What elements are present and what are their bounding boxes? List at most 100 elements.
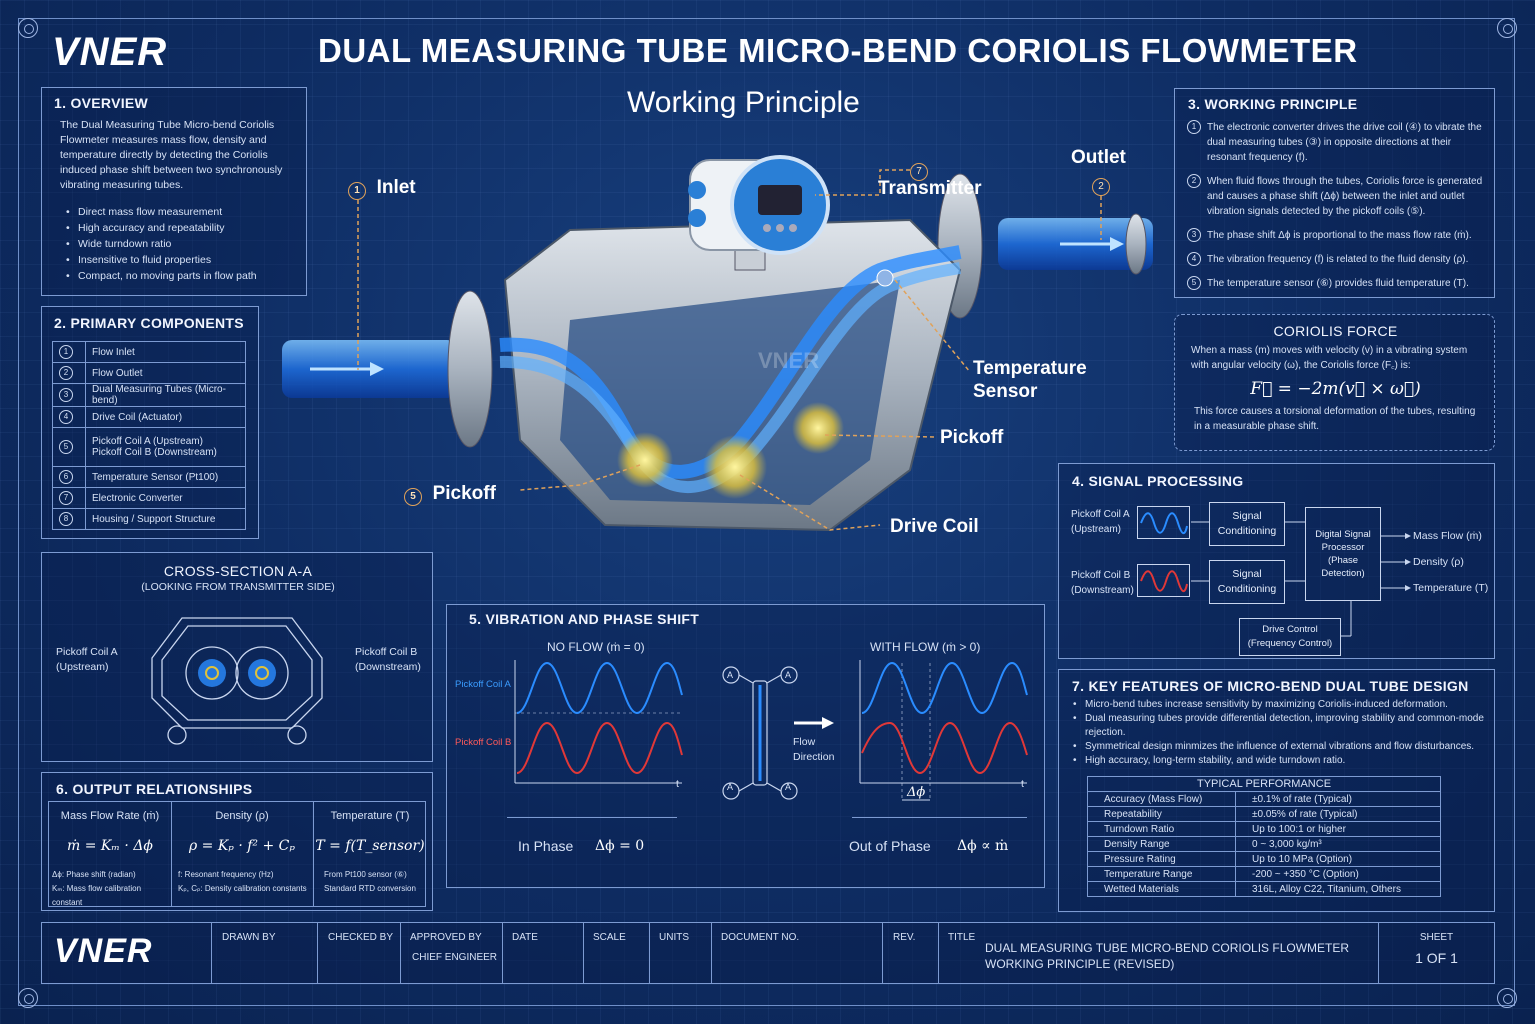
divider xyxy=(1378,922,1379,984)
corner-mark xyxy=(1497,988,1517,1008)
corner-mark xyxy=(1497,18,1517,38)
drawing-title: DUAL MEASURING TUBE MICRO-BEND CORIOLIS … xyxy=(985,940,1349,972)
box-line: Digital Signal xyxy=(1315,529,1371,540)
output-note: From Pt100 sensor (⑥)Standard RTD conver… xyxy=(324,868,426,896)
vibration-panel: 5. VIBRATION AND PHASE SHIFT NO FLOW (ṁ … xyxy=(446,604,1045,888)
mount-hole xyxy=(287,725,307,745)
table-cell: Temperature Sensor (Pt100) xyxy=(85,466,246,488)
callout-inlet: 1 Inlet xyxy=(348,176,416,200)
title-block-logo: VNER xyxy=(54,932,153,970)
table-row: 6 Temperature Sensor (Pt100) xyxy=(52,466,246,488)
list-item: Insensitive to fluid properties xyxy=(66,252,302,268)
table-cell: Housing / Support Structure xyxy=(85,508,246,530)
title-line: WORKING PRINCIPLE (REVISED) xyxy=(985,957,1175,971)
note-line: f: Resonant frequency (Hz) xyxy=(178,870,274,879)
output-note: f: Resonant frequency (Hz)Kₚ, Cₚ: Densit… xyxy=(178,868,318,896)
box-line: Signal xyxy=(1232,510,1262,522)
divider xyxy=(400,922,401,984)
output-note: Δϕ: Phase shift (radian) Kₘ: Mass flow ca… xyxy=(52,868,172,910)
table-row: Accuracy (Mass Flow)±0.1% of rate (Typic… xyxy=(1087,791,1442,807)
corner-mark xyxy=(18,988,38,1008)
label-line: Flow xyxy=(793,736,816,748)
tube-a-flow xyxy=(198,659,226,687)
section-mark-a: A xyxy=(785,782,792,792)
table-cell: -200 ~ +350 °C (Option) xyxy=(1234,866,1442,882)
features-title: 7. KEY FEATURES OF MICRO-BEND DUAL TUBE … xyxy=(1072,678,1469,694)
note-line: Δϕ: Phase shift (radian) xyxy=(52,870,136,879)
table-cell: Up to 100:1 or higher xyxy=(1234,821,1442,837)
list-item: Compact, no moving parts in flow path xyxy=(66,268,302,284)
page-title: DUAL MEASURING TUBE MICRO-BEND CORIOLIS … xyxy=(318,32,1358,69)
item-number: 3 xyxy=(1187,228,1201,242)
leader-temperature xyxy=(894,279,971,373)
temperature-sensor xyxy=(876,269,894,287)
note-line: Kₘ: Mass flow calibration constant xyxy=(52,884,142,907)
leader-drive-coil xyxy=(739,474,881,531)
coil-a-section xyxy=(205,666,219,680)
row-number: 6 xyxy=(59,470,73,484)
no-flow-label: NO FLOW (ṁ = 0) xyxy=(547,640,645,654)
box-line: Drive Control xyxy=(1262,624,1318,635)
transmitter-display xyxy=(758,185,802,215)
no-flow-waveform xyxy=(514,660,683,784)
callout-transmitter-number: 7 xyxy=(910,161,928,181)
date-label: DATE xyxy=(512,932,538,943)
signal-b-wave xyxy=(516,721,683,775)
divider xyxy=(583,922,584,984)
flowmeter-illustration: VNER xyxy=(282,155,1153,532)
sheet-number: 1 OF 1 xyxy=(1415,950,1458,966)
list-item: High accuracy, long-term stability, and … xyxy=(1073,754,1491,768)
label-line: Direction xyxy=(793,751,835,763)
title-label: TITLE xyxy=(948,932,976,943)
coil-b-input-label: Pickoff Coil B(Downstream) xyxy=(1071,568,1134,598)
density-formula: ρ = Kₚ · f² + Cₚ xyxy=(188,838,295,854)
table-row: Repeatability±0.05% of rate (Typical) xyxy=(1087,806,1442,822)
working-title: 3. WORKING PRINCIPLE xyxy=(1188,96,1358,112)
divider xyxy=(317,922,318,984)
coil-b-label: Pickoff Coil B xyxy=(455,737,512,748)
drawing-frame xyxy=(18,18,1515,1006)
table-cell: Repeatability xyxy=(1087,806,1236,822)
table-cell: Dual Measuring Tubes (Micro-bend) xyxy=(85,383,246,407)
table-cell: Pressure Rating xyxy=(1087,851,1236,867)
outlet-arrowhead xyxy=(1110,237,1124,251)
brand-logo: VNER xyxy=(52,30,168,74)
housing-watermark: VNER xyxy=(758,348,819,373)
output-panel: 6. OUTPUT RELATIONSHIPS Mass Flow Rate (… xyxy=(41,772,433,911)
divider xyxy=(711,922,712,984)
item-text: When fluid flows through the tubes, Cori… xyxy=(1207,176,1483,217)
table-cell: Pickoff Coil A (Upstream)Pickoff Coil B … xyxy=(85,427,246,467)
row-number: 2 xyxy=(59,366,73,380)
cross-section-left-label: Pickoff Coil A(Upstream) xyxy=(56,645,118,675)
table-cell: Drive Coil (Actuator) xyxy=(85,406,246,428)
table-cell: Electronic Converter xyxy=(85,487,246,509)
cross-section-right-label: Pickoff Coil B(Downstream) xyxy=(355,645,421,675)
item-number: 4 xyxy=(1187,252,1201,266)
coriolis-title: CORIOLIS FORCE xyxy=(1273,323,1398,339)
output-col-head: Density (ρ) xyxy=(215,810,269,822)
table-cell: Density Range xyxy=(1087,836,1236,852)
table-cell: ±0.05% of rate (Typical) xyxy=(1234,806,1442,822)
box-line: Processor xyxy=(1321,542,1365,553)
callout-number: 7 xyxy=(910,163,928,181)
page-subtitle: Working Principle xyxy=(627,86,860,119)
item-text: The vibration frequency (f) is related t… xyxy=(1207,254,1469,265)
tube-a-section xyxy=(185,646,239,700)
row-number: 1 xyxy=(59,345,73,359)
callout-outlet: Outlet xyxy=(1071,147,1126,168)
callout-pickoff-left: 5 Pickoff xyxy=(404,482,496,506)
with-flow-label: WITH FLOW (ṁ > 0) xyxy=(870,640,981,654)
table-cell: Temperature Range xyxy=(1087,866,1236,882)
outlet-end-ring xyxy=(1125,213,1147,275)
divider xyxy=(502,922,503,984)
mount-hole xyxy=(167,725,187,745)
label-line: (Downstream) xyxy=(355,661,421,673)
